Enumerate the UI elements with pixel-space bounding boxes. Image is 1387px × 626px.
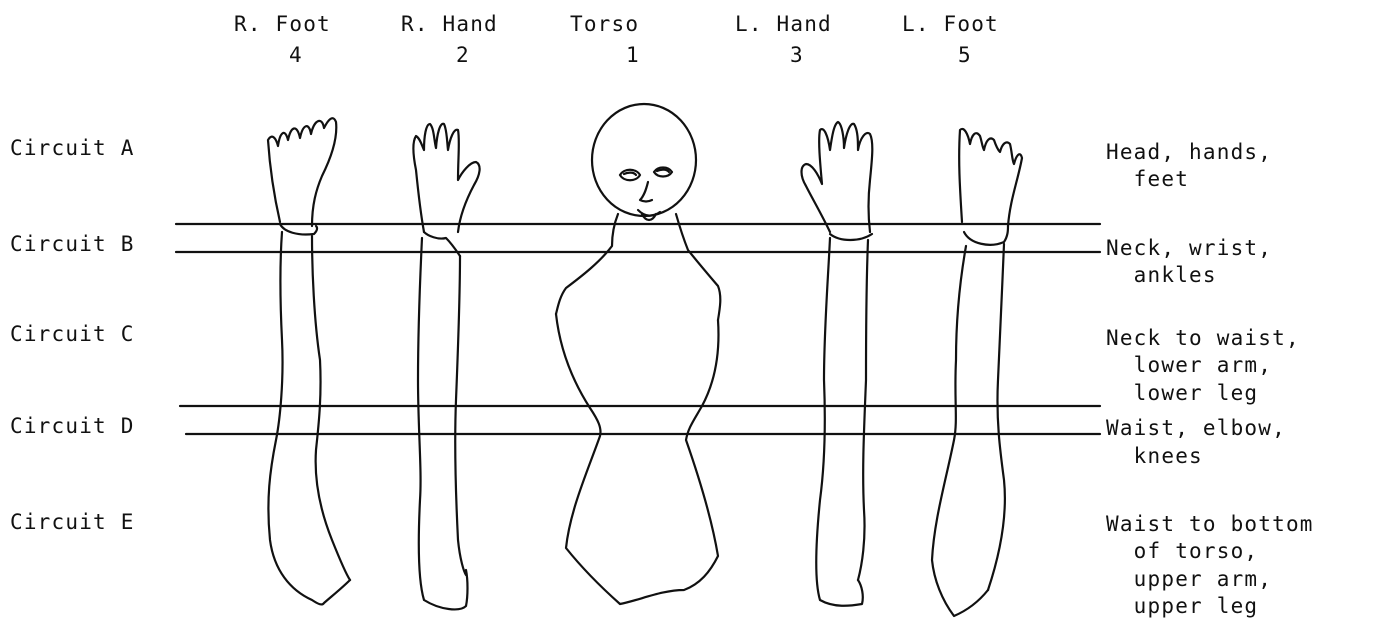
column-number-right-hand: 2: [456, 43, 470, 67]
circuit-c-description-line-1: Neck to waist,: [1106, 326, 1300, 350]
circuit-label-a: Circuit A: [10, 136, 135, 160]
circuit-label-e: Circuit E: [10, 510, 135, 534]
circuit-a-description-line-1: Head, hands,: [1106, 140, 1272, 164]
circuit-e-description-line-1: Waist to bottom: [1106, 512, 1314, 536]
circuit-label-c: Circuit C: [10, 322, 135, 346]
circuit-d-description-line-2: knees: [1106, 444, 1203, 468]
circuit-e-description-line-2: of torso,: [1106, 539, 1258, 563]
circuit-d-description-line-1: Waist, elbow,: [1106, 416, 1286, 440]
column-number-left-foot: 5: [958, 43, 972, 67]
left-hand-figure: [802, 122, 873, 606]
right-hand-figure: [413, 124, 479, 610]
column-name-torso: Torso: [570, 12, 639, 36]
right-foot-figure: [268, 118, 350, 604]
column-number-torso: 1: [626, 43, 640, 67]
circuit-e-description-line-3: upper arm,: [1106, 567, 1272, 591]
column-name-right-hand: R. Hand: [401, 12, 498, 36]
left-foot-figure: [932, 129, 1022, 616]
column-name-left-hand: L. Hand: [735, 12, 832, 36]
column-name-left-foot: L. Foot: [902, 12, 999, 36]
circuit-c-description-line-2: lower arm,: [1106, 353, 1272, 377]
circuit-label-b: Circuit B: [10, 232, 135, 256]
circuit-b-description-line-2: ankles: [1106, 263, 1217, 287]
column-number-right-foot: 4: [289, 43, 303, 67]
torso-figure: [556, 104, 720, 604]
column-number-left-hand: 3: [790, 43, 804, 67]
circuit-c-description-line-3: lower leg: [1106, 381, 1258, 405]
circuit-e-description-line-4: upper leg: [1106, 594, 1258, 618]
circuit-b-description-line-1: Neck, wrist,: [1106, 236, 1272, 260]
circuit-label-d: Circuit D: [10, 414, 135, 438]
head-outline: [592, 104, 696, 216]
circuit-a-description-line-2: feet: [1106, 167, 1189, 191]
column-name-right-foot: R. Foot: [234, 12, 331, 36]
